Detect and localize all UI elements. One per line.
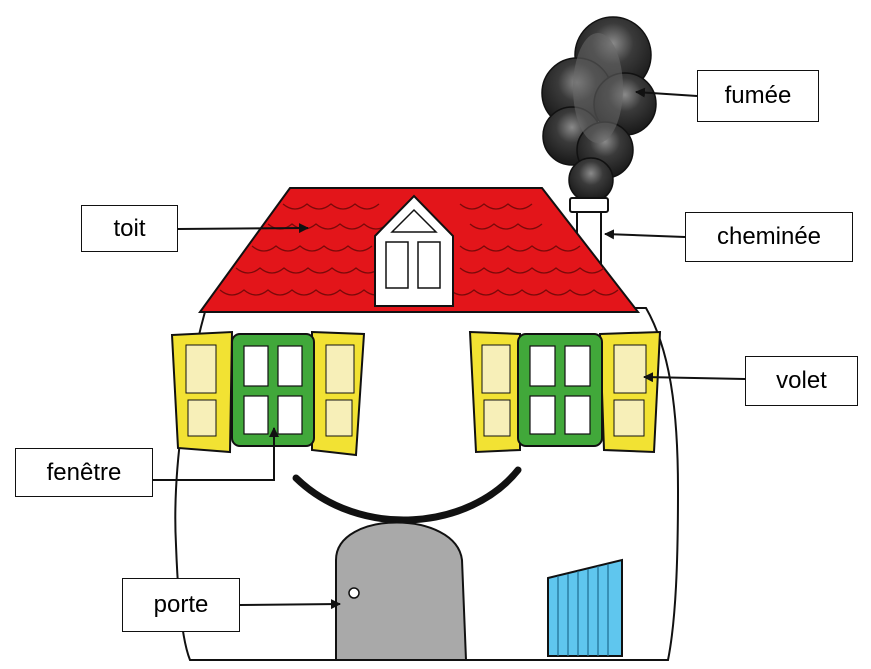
label-fumee: fumée bbox=[697, 70, 819, 122]
left-window bbox=[172, 332, 364, 455]
label-cheminee: cheminée bbox=[685, 212, 853, 262]
label-volet: volet bbox=[745, 356, 858, 406]
toit-arrow bbox=[178, 228, 308, 229]
label-fenetre: fenêtre bbox=[15, 448, 153, 497]
small-blue-door bbox=[548, 560, 622, 656]
cheminee-arrow bbox=[605, 234, 685, 237]
right-window bbox=[470, 332, 660, 452]
label-toit: toit bbox=[81, 205, 178, 252]
porte-arrow bbox=[240, 604, 340, 605]
front-door bbox=[336, 523, 466, 661]
label-porte: porte bbox=[122, 578, 240, 632]
smoke bbox=[542, 17, 656, 202]
